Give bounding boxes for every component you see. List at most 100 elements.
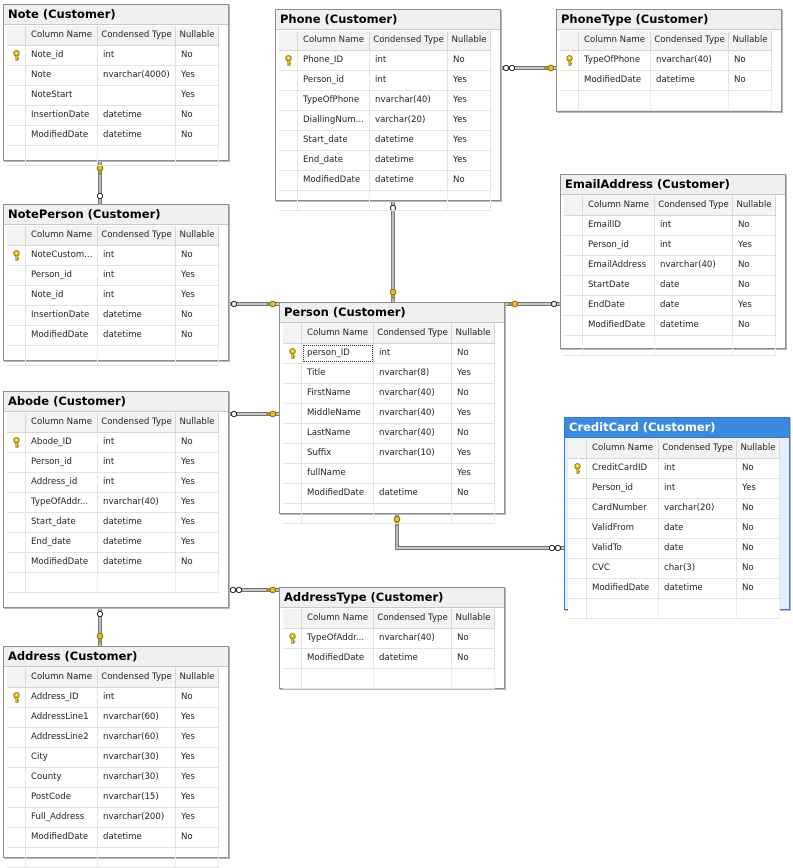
new-column-row[interactable] [560, 91, 772, 111]
table-title[interactable]: Phone (Customer) [276, 10, 500, 30]
table-title[interactable]: NotePerson (Customer) [4, 205, 228, 225]
column-name: TypeOfPhone [579, 51, 651, 70]
column-name: Note_id [26, 286, 98, 305]
table-title[interactable]: Address (Customer) [4, 647, 228, 667]
table-title[interactable]: AddressType (Customer) [280, 588, 504, 608]
new-column-row[interactable] [568, 599, 780, 619]
new-column-row[interactable] [7, 146, 219, 166]
condensed-type: nvarchar(8) [374, 364, 452, 383]
table-title[interactable]: CreditCard (Customer) [565, 418, 789, 438]
table-title[interactable]: PhoneType (Customer) [557, 10, 781, 30]
table-row[interactable]: DiallingNum...varchar(20)Yes [279, 111, 491, 131]
column-name: NoteCustom... [26, 246, 98, 265]
table-title[interactable]: EmailAddress (Customer) [561, 175, 785, 195]
new-column-row[interactable] [7, 573, 219, 593]
table-title[interactable]: Note (Customer) [4, 5, 228, 25]
new-column-row[interactable] [283, 669, 495, 689]
condensed-type: int [374, 344, 452, 363]
condensed-type: int [655, 236, 733, 255]
new-column-row[interactable] [7, 848, 219, 868]
header-column-name: Column Name [26, 226, 98, 245]
nullable-value: No [452, 484, 495, 503]
condensed-type: varchar(20) [370, 111, 448, 130]
table-title[interactable]: Abode (Customer) [4, 392, 228, 412]
new-column-row[interactable] [7, 346, 219, 366]
new-column-row[interactable] [564, 336, 776, 356]
table-row[interactable]: TypeOfAddr...nvarchar(40)Yes [7, 493, 219, 513]
primary-key-icon [574, 463, 581, 474]
many-end-icon [235, 586, 243, 594]
nullable-value: Yes [176, 286, 219, 305]
table-row[interactable]: TypeOfAddr...nvarchar(40)No [283, 629, 495, 649]
new-column-row[interactable] [279, 191, 491, 211]
table-title[interactable]: Person (Customer) [280, 303, 504, 323]
new-column-row[interactable] [283, 504, 495, 524]
nullable-value: No [452, 649, 495, 668]
